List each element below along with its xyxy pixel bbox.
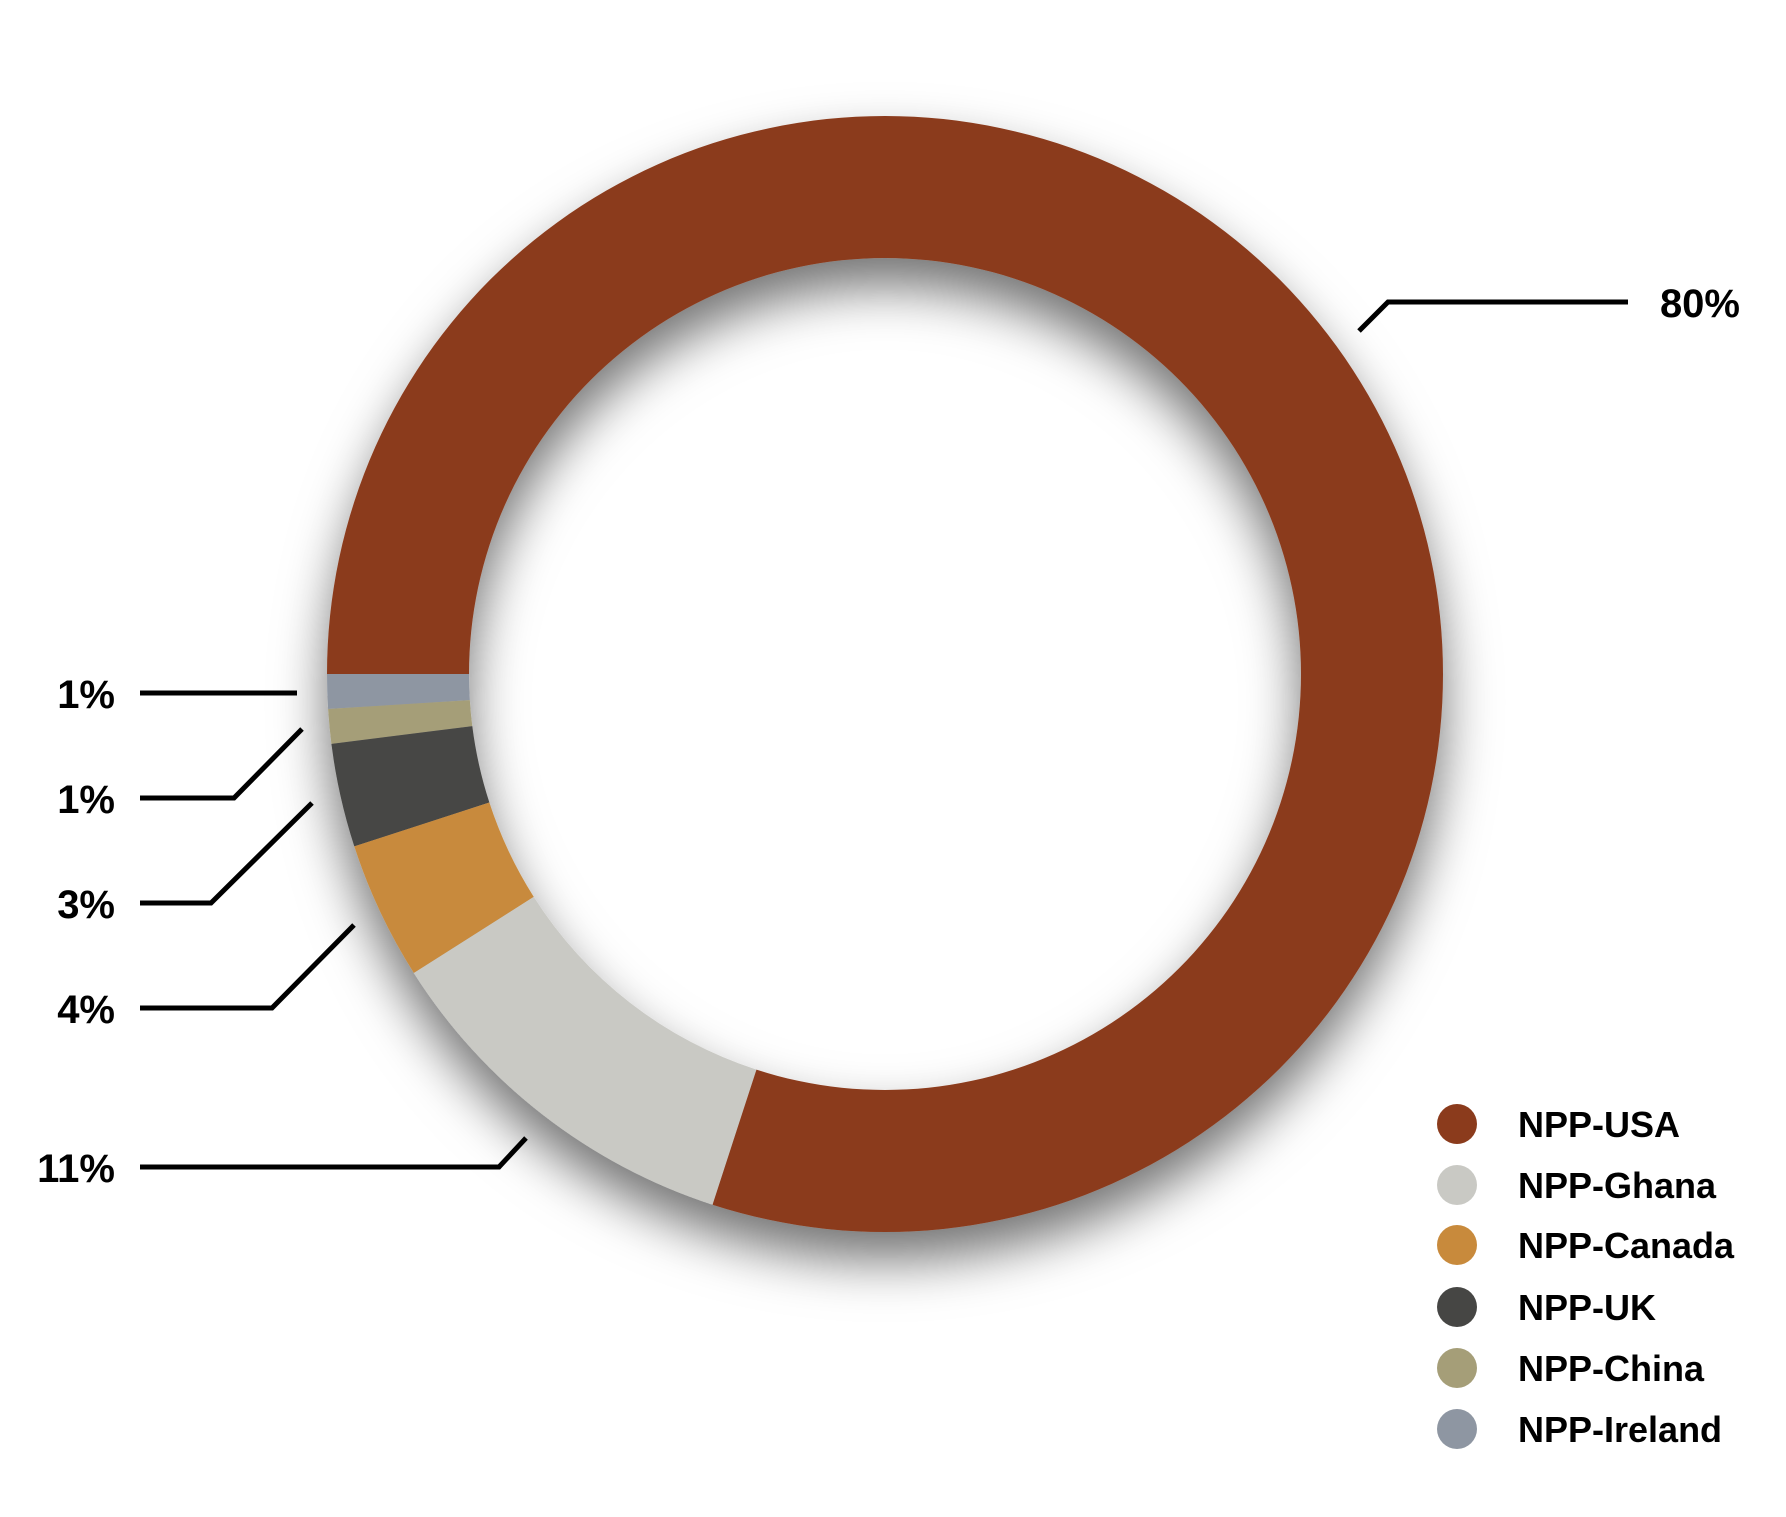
legend-swatch (1437, 1104, 1477, 1144)
legend-swatch (1437, 1287, 1477, 1327)
leader-line-npp-canada (140, 923, 356, 1011)
legend-label: NPP-Canada (1518, 1225, 1735, 1266)
slice-npp-canada (354, 802, 534, 973)
legend-item: NPP-USA (1437, 1104, 1680, 1145)
legend-item: NPP-China (1437, 1348, 1705, 1389)
data-label-npp-ghana: 11% (37, 1147, 115, 1191)
legend-swatch (1437, 1409, 1477, 1449)
leader-line-npp-usa (1357, 299, 1628, 333)
legend-item: NPP-Ireland (1437, 1409, 1722, 1450)
slice-npp-uk (331, 726, 490, 847)
legend-item: NPP-UK (1437, 1287, 1656, 1328)
leader-line-npp-china (140, 727, 304, 801)
legend-label: NPP-UK (1518, 1287, 1656, 1328)
legend-swatch (1437, 1348, 1477, 1388)
data-label-npp-china: 1% (57, 778, 115, 822)
slice-npp-ghana (413, 896, 757, 1205)
data-label-npp-uk: 3% (57, 883, 115, 927)
leader-line-npp-uk (140, 801, 314, 906)
leader-line-npp-ghana (140, 1136, 528, 1170)
legend-item: NPP-Canada (1437, 1225, 1735, 1266)
data-label-npp-canada: 4% (57, 988, 115, 1032)
legend-swatch (1437, 1165, 1477, 1205)
data-label-npp-ireland: 1% (57, 673, 115, 717)
legend-label: NPP-USA (1518, 1104, 1680, 1145)
legend-swatch (1437, 1225, 1477, 1265)
slice-npp-ireland (327, 674, 470, 710)
legend-label: NPP-Ireland (1518, 1409, 1722, 1450)
legend-label: NPP-China (1518, 1348, 1705, 1389)
data-label-npp-usa: 80% (1660, 282, 1740, 326)
legend-label: NPP-Ghana (1518, 1165, 1717, 1206)
slice-npp-china (328, 700, 473, 744)
legend-item: NPP-Ghana (1437, 1165, 1717, 1206)
